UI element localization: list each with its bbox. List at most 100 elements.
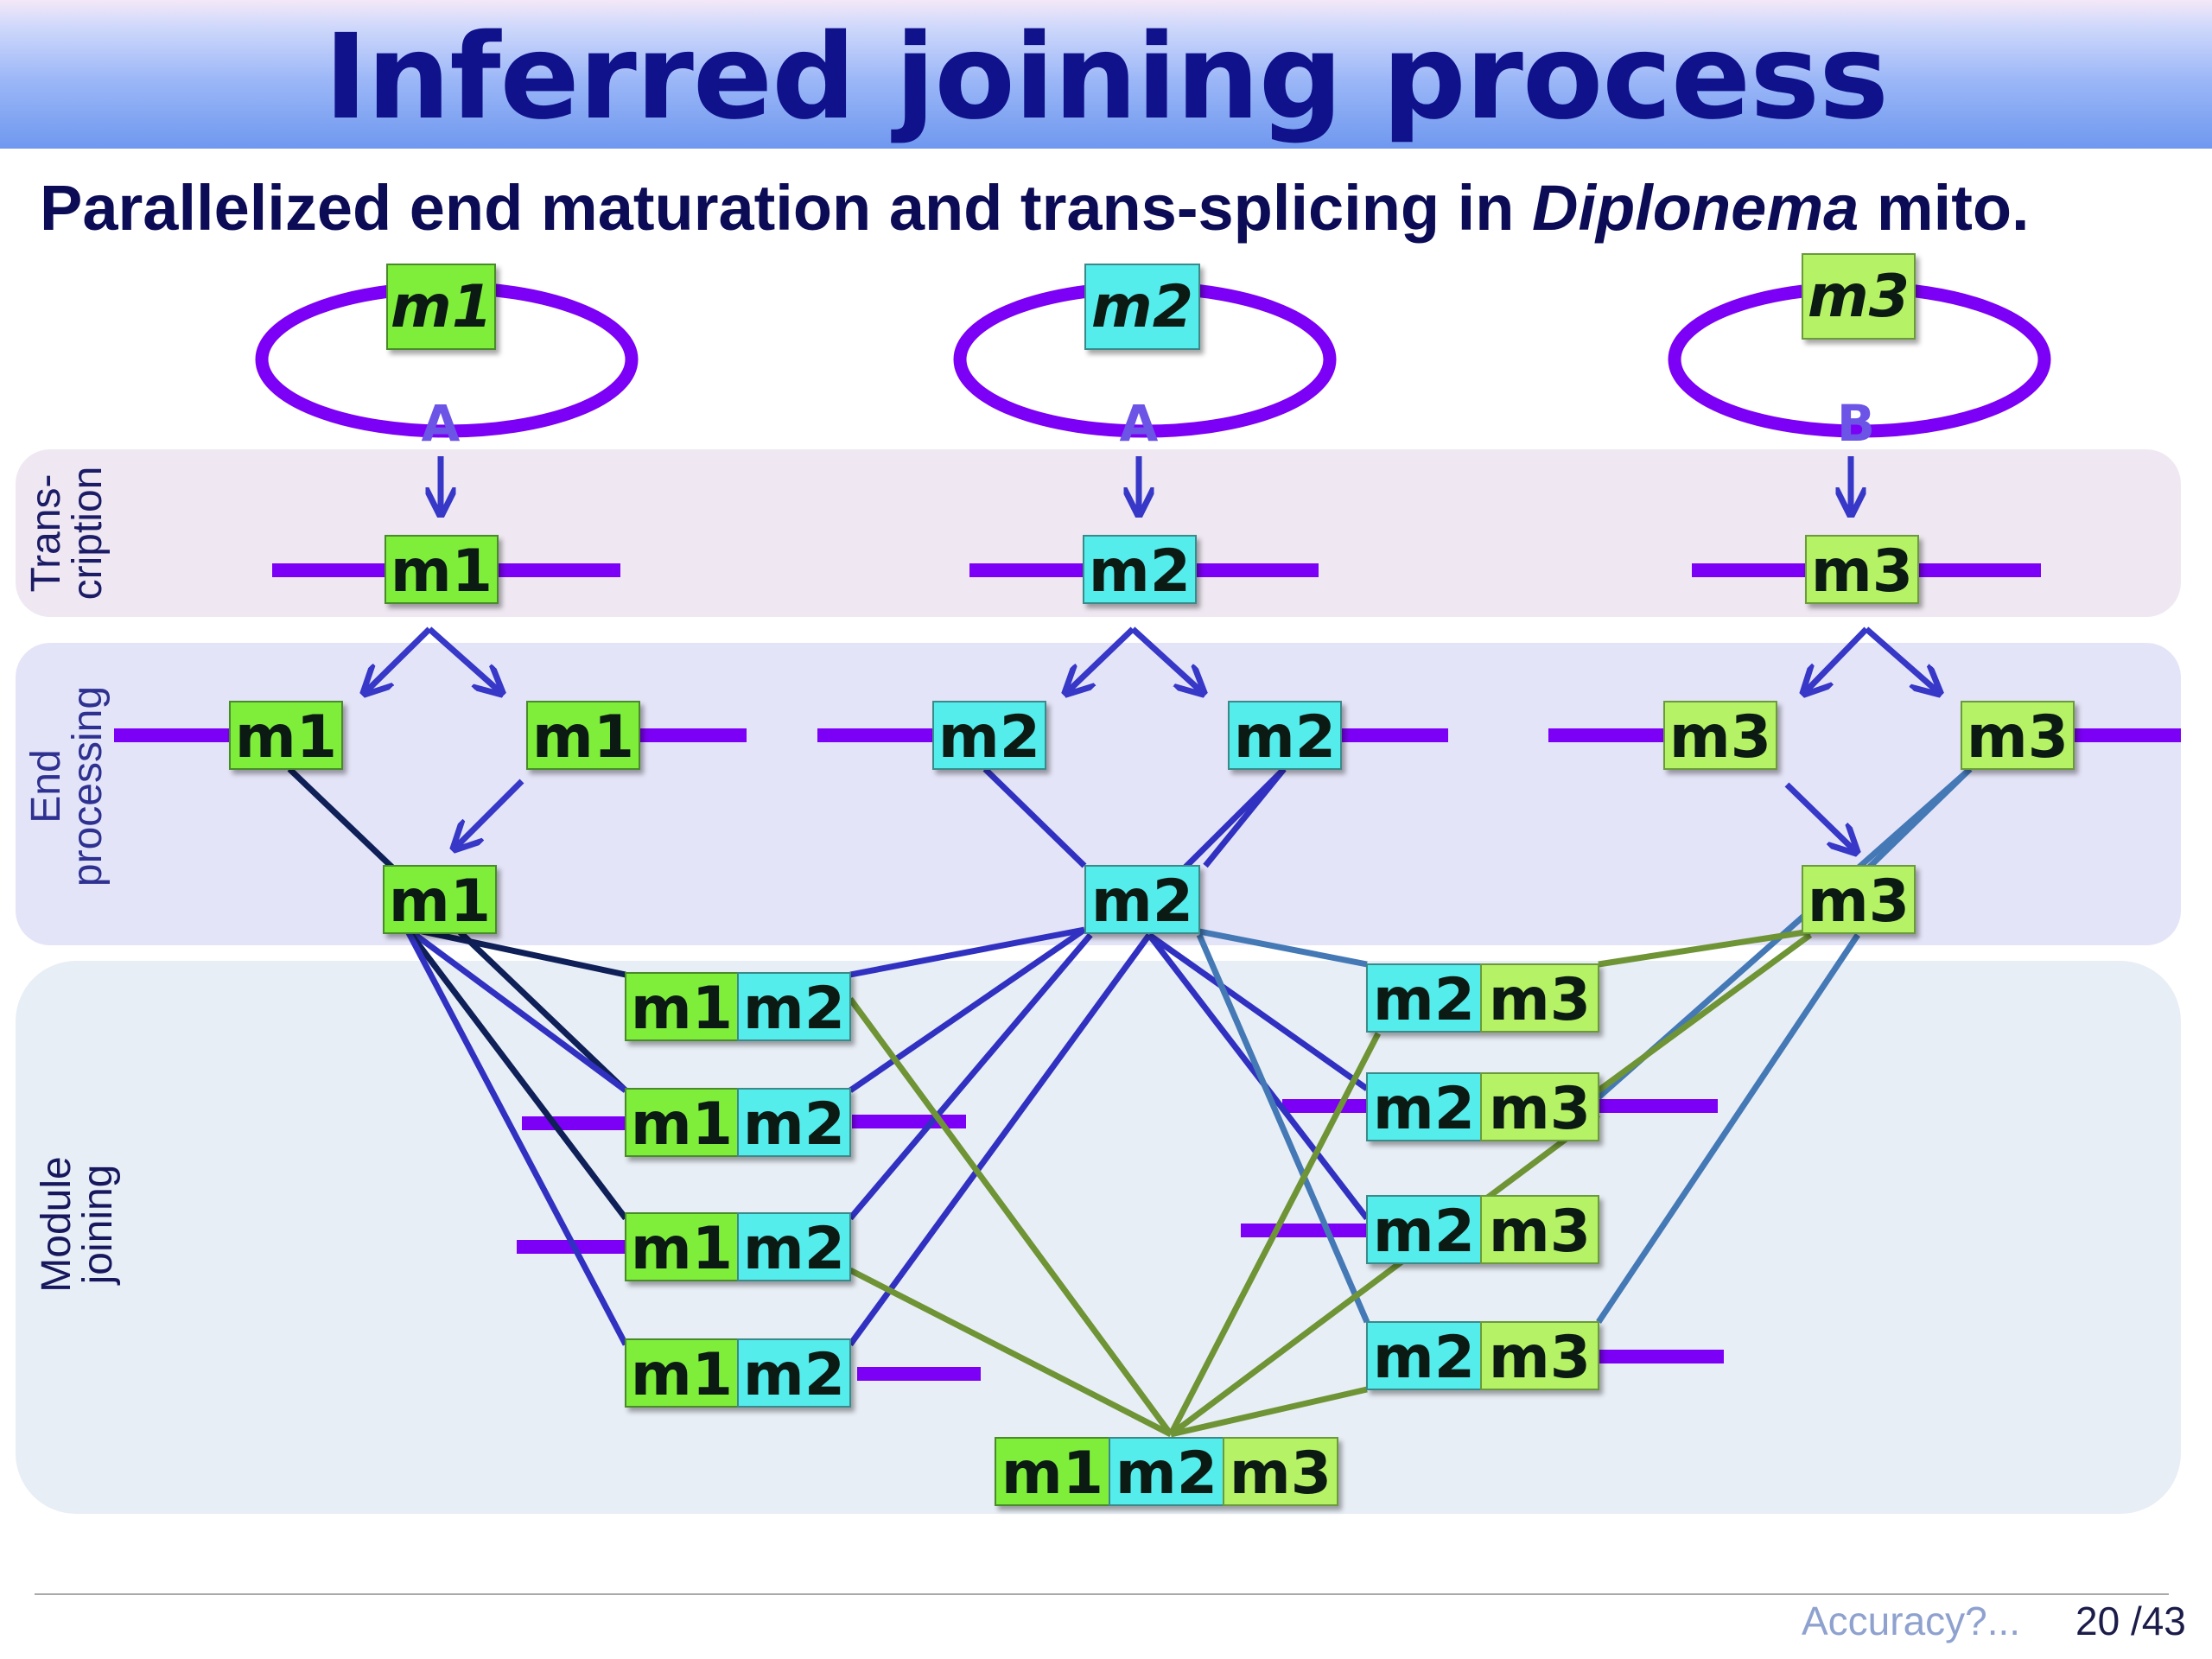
module-box-m2 (1083, 535, 1197, 604)
module-label: m2 (743, 1341, 845, 1409)
module-label: m2 (938, 703, 1040, 772)
joined-m2-m3 (1366, 963, 1599, 1033)
module-box-m1 (386, 264, 496, 350)
link (848, 932, 1152, 1347)
module-label: m3 (1967, 703, 2069, 772)
arrow-mature-m1 (456, 779, 524, 847)
arrow-split-2-right (1130, 626, 1201, 691)
module-label: m2 (743, 1215, 845, 1283)
link (1168, 1112, 1601, 1437)
module-box-m3 (1802, 253, 1916, 340)
module-label: m3 (1489, 1198, 1591, 1266)
module-label: m1 (631, 1341, 733, 1409)
link (404, 925, 628, 1093)
module-label: m2 (1091, 273, 1193, 341)
link (1596, 932, 1813, 1093)
module-label: m2 (743, 975, 845, 1043)
module-label: m2 (1373, 1324, 1475, 1392)
arrow-split-1-right (427, 626, 499, 691)
module-box-m3 (1802, 865, 1916, 934)
footer-page-number: 20 /43 (2075, 1599, 2186, 1643)
module-box-m3 (1663, 701, 1777, 770)
module-label: m1 (389, 868, 491, 936)
module-label: m2 (1089, 537, 1191, 606)
module-label: m1 (631, 975, 733, 1043)
link (1196, 933, 1370, 1324)
footer-section-link[interactable]: Accuracy?... (1802, 1599, 2021, 1643)
slide-title: Inferred joining process (323, 10, 1889, 146)
link (848, 932, 1093, 1221)
arrow-split-3-left (1806, 626, 1869, 691)
promoter-labels: A A B (422, 394, 1876, 453)
subtitle-organism: Diplonema (1532, 172, 1859, 244)
module-box-m3 (1805, 535, 1919, 604)
subtitle-text: Parallelized end maturation and trans-sp… (40, 172, 1533, 244)
module-label: m3 (1808, 868, 1910, 936)
module-label: m2 (1234, 703, 1336, 772)
link (1170, 1386, 1368, 1438)
module-label: m3 (1489, 1075, 1591, 1143)
link (1598, 928, 1811, 968)
module-box-m1 (383, 865, 497, 934)
module-box-m2 (1228, 701, 1342, 770)
module-label: m2 (1373, 1075, 1475, 1143)
link (849, 1267, 1173, 1438)
link (848, 996, 1173, 1437)
module-box-m3 (1961, 701, 2075, 770)
process-arrows (366, 456, 1937, 850)
link (1167, 1032, 1382, 1436)
link (1147, 932, 1370, 1091)
module-label: m3 (1489, 966, 1591, 1034)
arrow-split-2-left (1068, 626, 1135, 691)
module-label: m1 (631, 1215, 733, 1283)
promoter-3-label: B (1837, 394, 1875, 453)
link (404, 925, 628, 1221)
module-box-m2 (1084, 264, 1200, 350)
joined-m2-m3 (1366, 1195, 1599, 1264)
joined-m2-m3 (1366, 1321, 1599, 1390)
joined-m1-m2 (625, 1212, 851, 1281)
module-label: m1 (532, 703, 634, 772)
module-label: m1 (235, 703, 337, 772)
footer-divider (35, 1593, 2169, 1595)
joined-m1-m2 (625, 1088, 851, 1157)
link (403, 926, 629, 1346)
module-box-m1 (526, 701, 640, 770)
module-label: m1 (391, 273, 493, 341)
link (849, 927, 1086, 1093)
link (1596, 933, 1860, 1324)
joined-m1-m2 (625, 1338, 851, 1408)
subtitle-suffix: mito. (1859, 172, 2030, 244)
module-label: m3 (1669, 703, 1771, 772)
joined-m1-m2-m3 (995, 1437, 1338, 1506)
module-label: m3 (1230, 1440, 1332, 1508)
module-box-m2 (932, 701, 1046, 770)
module-label: m2 (743, 1090, 845, 1159)
link (405, 925, 626, 978)
module-label: m3 (1489, 1324, 1591, 1392)
arrow-split-3-right (1864, 626, 1937, 691)
module-label: m1 (631, 1090, 733, 1159)
module-label: m2 (1373, 1198, 1475, 1266)
module-label: m2 (1116, 1440, 1217, 1508)
module-joining-band (16, 961, 2181, 1514)
link (849, 926, 1085, 978)
module-label: m2 (1091, 868, 1193, 936)
link (982, 766, 1087, 868)
link (1198, 928, 1368, 968)
promoter-2-label: A (1120, 394, 1159, 453)
module-label: m2 (1373, 966, 1475, 1034)
module-label: m3 (1811, 537, 1913, 606)
joined-m1-m2 (625, 972, 851, 1041)
module-box-m1 (385, 535, 499, 604)
module-label: m1 (391, 537, 493, 606)
join-links (287, 766, 1973, 1438)
transcript-bars (114, 563, 2181, 1381)
arrow-split-1-left (366, 626, 432, 691)
title-bar (0, 0, 2212, 149)
joined-m2-m3 (1366, 1072, 1599, 1141)
module-label: m1 (1001, 1440, 1103, 1508)
module-boxes: m1 m2 m3 m1 m2 m3 m1 m1 m2 m2 m3 m3 m1 m… (229, 253, 2075, 1508)
arrow-mature-m3 (1784, 782, 1854, 850)
